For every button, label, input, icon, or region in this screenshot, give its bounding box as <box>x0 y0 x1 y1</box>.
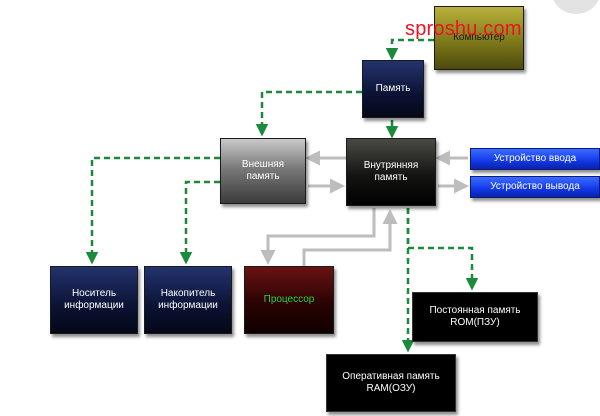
box-input-device-label: Устройство ввода <box>493 153 577 164</box>
box-storage-drive: Накопитель информации <box>144 266 232 334</box>
box-computer-label: Компьютер <box>453 32 505 43</box>
box-internal-memory: Внутрянняя память <box>346 138 436 206</box>
box-external-memory: Внешняя память <box>220 138 306 204</box>
box-memory: Память <box>362 60 424 118</box>
box-rom: Постоянная память ROM(ПЗУ) <box>412 292 538 342</box>
edge-external-medium <box>85 156 220 265</box>
box-storage-medium-label: Носитель информации <box>64 288 124 311</box>
box-ram: Оперативная память RAM(ОЗУ) <box>326 354 456 412</box>
edge-computer-memory <box>385 38 434 61</box>
edge-internal-to-processor <box>260 208 376 265</box>
edge-processor-to-internal <box>302 209 398 266</box>
edge-external-drive <box>179 180 220 265</box>
box-external-memory-label: Внешняя память <box>241 159 285 182</box>
box-output-device-label: Устройство вывода <box>490 181 580 192</box>
box-internal-memory-label: Внутрянняя память <box>363 160 419 183</box>
box-computer: Компьютер <box>434 6 524 70</box>
box-processor: Процессор <box>244 266 334 334</box>
corner-decoration <box>552 0 600 14</box>
watermark: sproshu.com <box>405 18 522 40</box>
box-input-device: Устройство ввода <box>470 148 600 170</box>
edge-memory-external <box>255 90 362 137</box>
box-storage-medium: Носитель информации <box>50 266 138 334</box>
box-rom-label: Постоянная память ROM(ПЗУ) <box>429 305 521 328</box>
box-memory-label: Память <box>375 83 411 94</box>
box-ram-label: Оперативная память RAM(ОЗУ) <box>342 371 440 394</box>
box-processor-label: Процессор <box>263 294 315 305</box>
box-storage-drive-label: Накопитель информации <box>158 288 218 311</box>
box-output-device: Устройство вывода <box>470 176 600 198</box>
edge-internal-rom <box>406 208 479 291</box>
